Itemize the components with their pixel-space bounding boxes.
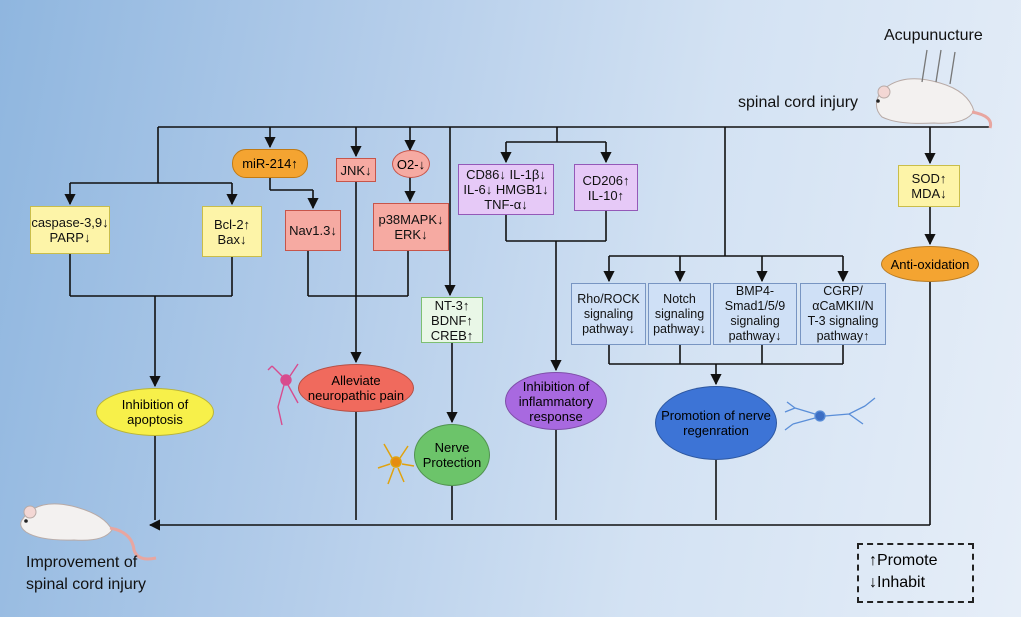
nerve-protection-outcome: Nerve Protection	[414, 424, 490, 486]
cd206-node: CD206↑ IL-10↑	[574, 164, 638, 211]
rat-with-needles-icon	[876, 49, 993, 129]
p38-node: p38MAPK↓ ERK↓	[373, 203, 449, 251]
legend-promote: ↑Promote	[869, 552, 938, 569]
sod-node: SOD↑ MDA↓	[898, 165, 960, 207]
inflammatory-outcome: Inhibition of inflammatory response	[505, 372, 607, 430]
caspase-node: caspase-3,9↓ PARP↓	[30, 206, 110, 254]
apoptosis-outcome: Inhibition of apoptosis	[96, 388, 214, 436]
notch-node: Notch signaling pathway↓	[648, 283, 711, 345]
acupuncture-label: Acupunucture	[884, 27, 983, 44]
improvement-label: Improvement of spinal cord injury	[26, 554, 147, 593]
pink-neuron-icon	[267, 363, 299, 426]
cd86-node: CD86↓ IL-1β↓ IL-6↓ HMGB1↓ TNF-α↓	[458, 164, 554, 215]
yellow-neuron-icon	[377, 443, 415, 485]
mir214-node: miR-214↑	[232, 149, 308, 178]
blue-neuron-icon	[784, 397, 876, 431]
jnk-node: JNK↓	[336, 158, 376, 182]
regeneration-outcome: Promotion of nerve regenration	[655, 386, 777, 460]
nt3-node: NT-3↑ BDNF↑ CREB↑	[421, 297, 483, 343]
antioxidation-outcome: Anti-oxidation	[881, 246, 979, 282]
spinal-cord-injury-label: spinal cord injury	[738, 94, 859, 111]
legend-inhibit: ↓Inhabit	[869, 574, 926, 591]
rho-rock-node: Rho/ROCK signaling pathway↓	[571, 283, 646, 345]
bcl2-node: Bcl-2↑ Bax↓	[202, 206, 262, 257]
nav13-node: Nav1.3↓	[285, 210, 341, 251]
o2-node: O2-↓	[392, 150, 430, 178]
legend-box: ↑Promote ↓Inhabit	[857, 543, 974, 603]
rat-icon	[20, 503, 157, 561]
neuropathic-pain-outcome: Alleviate neuropathic pain	[298, 364, 414, 412]
bmp4-node: BMP4- Smad1/5/9 signaling pathway↓	[713, 283, 797, 345]
cgrp-node: CGRP/ αCaMKII/N T-3 signaling pathway↑	[800, 283, 886, 345]
